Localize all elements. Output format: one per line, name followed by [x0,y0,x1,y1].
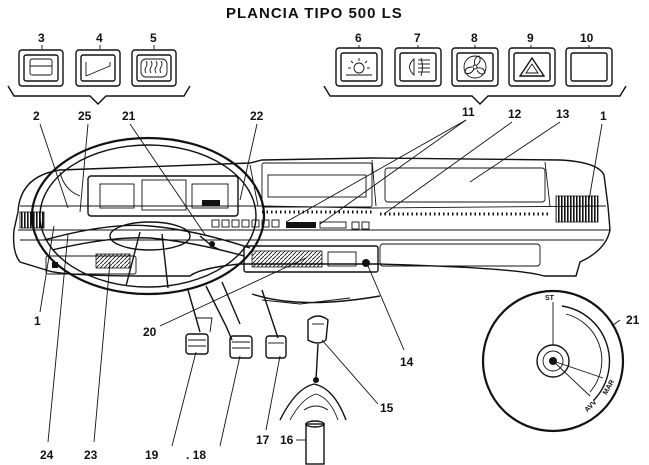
fan-icon [451,47,499,87]
label-18: . 18 [186,448,206,462]
label-13: 13 [556,107,570,121]
gear-lever [251,293,381,421]
label-7: 7 [414,31,421,45]
interior-light-icon [335,47,383,87]
label-9: 9 [527,31,534,45]
label-21-top: 21 [122,109,136,123]
radio-panel [243,245,379,273]
diagram-title: PLANCIA TIPO 500 LS [226,5,403,22]
wiper-icon [75,49,121,87]
blank-switch-icon [565,47,613,87]
fog-light-icon [394,47,442,87]
label-23: 23 [84,448,98,462]
label-2: 2 [33,109,40,123]
right-air-vent [555,195,599,223]
label-1-right: 1 [600,109,607,123]
hand-brake [305,420,325,465]
label-15: 15 [380,401,394,415]
rear-window-defrost-icon [18,49,64,87]
label-11: 11 [462,105,475,119]
label-22: 22 [250,109,264,123]
label-19: 19 [145,448,159,462]
label-24: 24 [40,448,54,462]
ignition-st-label: ST [545,295,555,302]
label-17: 17 [256,433,270,447]
callout-numbers: 2 25 21 22 11 12 13 1 1 20 14 15 21 24 2… [33,105,640,462]
heated-window-icon [131,49,177,87]
switch-group-left: 3 4 5 [7,31,191,105]
label-25: 25 [78,109,92,123]
pedal-18 [229,335,253,359]
label-1-left: 1 [34,314,41,328]
label-10: 10 [580,31,594,45]
ignition-switch-detail: ST AVV MAR [481,289,625,433]
label-3: 3 [38,31,45,45]
label-6: 6 [355,31,362,45]
switch-group-right: 6 7 8 9 10 [323,31,627,105]
label-4: 4 [96,31,103,45]
glovebox [379,243,541,267]
leader-lines [39,119,621,447]
label-5: 5 [150,31,157,45]
horn-pad [95,253,131,269]
label-12: 12 [508,107,522,121]
switch-row [211,219,370,230]
label-20: 20 [143,325,157,339]
pedal-17 [265,335,287,359]
label-14: 14 [400,355,414,369]
ignition-avv-label: AVV [584,399,599,414]
pedal-19 [185,333,209,355]
instrument-cluster [87,175,239,217]
hazard-warning-icon [508,47,556,87]
pedal-assembly [185,281,287,359]
label-21-detail: 21 [626,313,640,327]
label-8: 8 [471,31,478,45]
steering-wheel [30,136,266,296]
label-16: 16 [280,433,294,447]
